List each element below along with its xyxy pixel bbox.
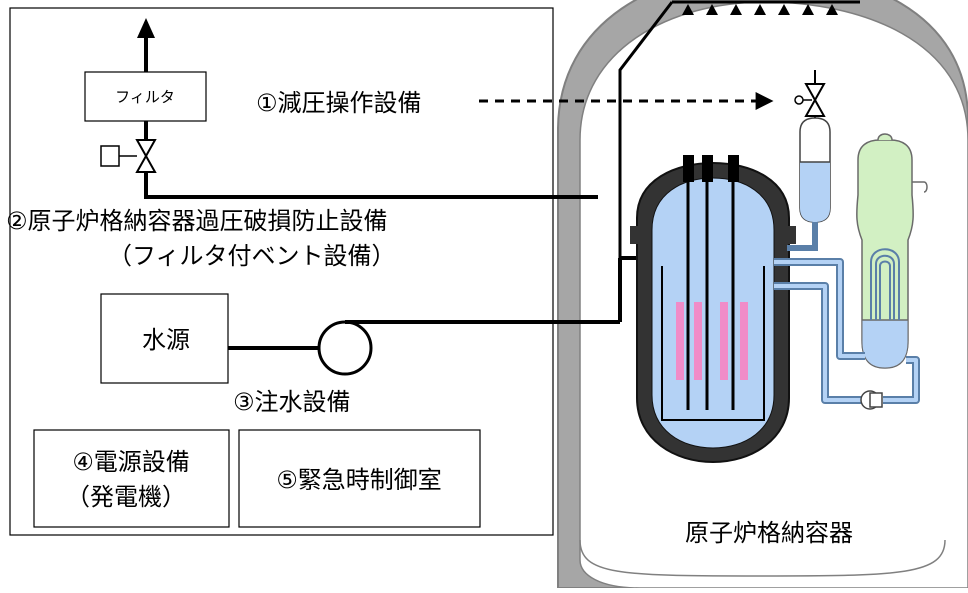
water-source-label: 水源 — [142, 326, 190, 354]
power-supply-title: ④電源設備 — [72, 448, 190, 476]
fuel-rod-2 — [694, 302, 702, 380]
injection-pump — [317, 320, 373, 376]
pressurizer — [787, 117, 831, 251]
vent-pipe-lower — [144, 172, 598, 199]
spray-nozzles — [682, 4, 838, 15]
containment-label: 原子炉格納容器 — [685, 519, 853, 547]
filter-label: フィルタ — [115, 88, 175, 106]
injection-label: ③注水設備 — [233, 388, 351, 416]
control-rod-drive-1 — [683, 155, 694, 182]
depressurization-label: ①減圧操作設備 — [256, 89, 422, 117]
power-supply-box — [33, 429, 230, 528]
primary-loop-fill — [774, 260, 918, 402]
fuel-rod-1 — [676, 302, 684, 380]
vessel-flange-right — [782, 226, 796, 244]
vent-valve — [100, 139, 157, 173]
containment-bottom-inner — [579, 539, 946, 577]
valve-actuator — [100, 145, 120, 167]
control-rod-drive-3 — [728, 155, 739, 182]
vent-system-subtitle: （フィルタ付ベント設備） — [108, 242, 396, 270]
vent-system-title: ②原子炉格納容器過圧破損防止設備 — [6, 207, 388, 235]
site-building-frame — [9, 7, 554, 536]
relief-valve — [794, 70, 826, 124]
fuel-rod-4 — [740, 302, 748, 380]
reactor-coolant-pump — [860, 390, 883, 410]
spray-supply-pipe — [618, 1, 674, 258]
power-supply-subtitle: （発電機） — [66, 483, 186, 511]
control-rod-drive-2 — [702, 155, 713, 182]
control-room-box — [238, 429, 481, 528]
vessel-flange-left — [630, 226, 644, 244]
reactor-vessel — [630, 155, 796, 464]
steam-generator — [856, 133, 928, 369]
vent-exhaust-arrow — [137, 18, 155, 38]
control-room-label: ⑤緊急時制御室 — [276, 466, 442, 494]
fuel-rod-3 — [720, 302, 728, 380]
water-source-box — [100, 293, 229, 384]
